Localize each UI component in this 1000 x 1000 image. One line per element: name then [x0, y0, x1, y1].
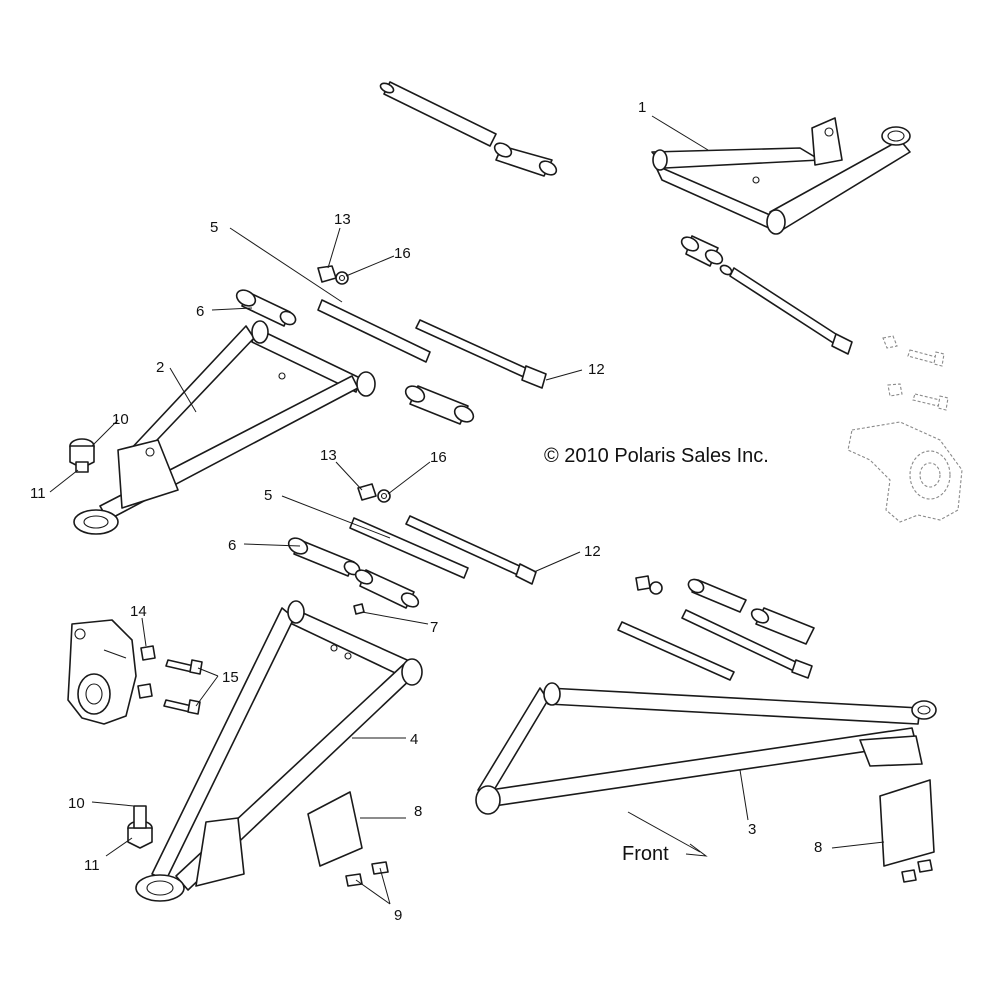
ball-joint-lower — [127, 805, 153, 849]
nut-14-lower — [137, 683, 153, 699]
callout-6-lower: 6 — [228, 537, 236, 554]
callout-8-right: 8 — [814, 839, 822, 856]
pivot-bolt-12-upper — [415, 319, 547, 389]
callout-13-upper: 13 — [334, 211, 351, 228]
callout-7: 7 — [430, 619, 438, 636]
callout-15: 15 — [222, 669, 239, 686]
bushing-middle-upper — [404, 385, 475, 425]
bushing-middle-lower — [354, 569, 420, 609]
pivot-bolt-12-lower — [405, 515, 537, 585]
ghost-knuckle-right — [847, 421, 963, 523]
nut-14-upper — [140, 645, 156, 661]
callout-13-lower: 13 — [320, 447, 337, 464]
pivot-rod-5-lower — [349, 517, 469, 579]
callout-12-lower: 12 — [584, 543, 601, 560]
front-label: Front — [622, 843, 669, 865]
callout-9: 9 — [394, 907, 402, 924]
callout-3: 3 — [748, 821, 756, 838]
copyright-notice: © 2010 Polaris Sales Inc. — [544, 445, 769, 467]
a-arm-upper-left — [73, 320, 376, 535]
callout-16-lower: 16 — [430, 449, 447, 466]
callout-10-lower: 10 — [68, 795, 85, 812]
callout-8-left: 8 — [414, 803, 422, 820]
leader-lines — [49, 115, 885, 905]
bushing-set-right — [680, 235, 853, 355]
bushing-6-upper — [235, 289, 297, 327]
callout-11-upper: 11 — [30, 485, 46, 502]
screws-right — [901, 859, 933, 883]
callout-2: 2 — [156, 359, 164, 376]
screw-9-a — [345, 873, 363, 887]
callout-16-upper: 16 — [394, 245, 411, 262]
callout-14: 14 — [130, 603, 147, 620]
hardware-lower-right — [617, 575, 815, 681]
callout-4: 4 — [410, 731, 418, 748]
upper-pivot-bushing — [493, 142, 558, 177]
front-direction-arrow — [627, 811, 708, 857]
steering-knuckle-left — [67, 619, 137, 725]
ghost-fasteners-right — [882, 335, 949, 411]
skid-plate-8-left — [307, 791, 363, 867]
bushing-6-lower — [287, 537, 361, 577]
pivot-rod-5-upper — [317, 299, 431, 363]
nut-13-lower — [357, 483, 377, 501]
nut-13-upper — [317, 265, 337, 283]
ball-joint-upper — [69, 438, 95, 473]
callout-5-lower: 5 — [264, 487, 272, 504]
bolt-15-lower — [163, 699, 201, 715]
skid-plate-8-right — [879, 779, 935, 867]
bolt-15-upper — [165, 659, 203, 675]
callout-5-upper: 5 — [210, 219, 218, 236]
a-arm-lower-right — [475, 682, 937, 815]
washer-16-lower — [377, 489, 391, 503]
a-arm-upper-right — [651, 117, 911, 235]
upper-pivot-shaft — [379, 81, 497, 147]
washer-16-upper — [335, 271, 349, 285]
a-arm-lower-left — [135, 600, 423, 902]
callout-1: 1 — [638, 99, 646, 116]
callout-12-upper: 12 — [588, 361, 605, 378]
callout-11-lower: 11 — [84, 857, 100, 874]
callout-labels: 1 2 3 4 5 5 6 6 7 8 8 9 10 10 11 11 12 1… — [30, 99, 822, 924]
callout-6-upper: 6 — [196, 303, 204, 320]
callout-10-upper: 10 — [112, 411, 129, 428]
